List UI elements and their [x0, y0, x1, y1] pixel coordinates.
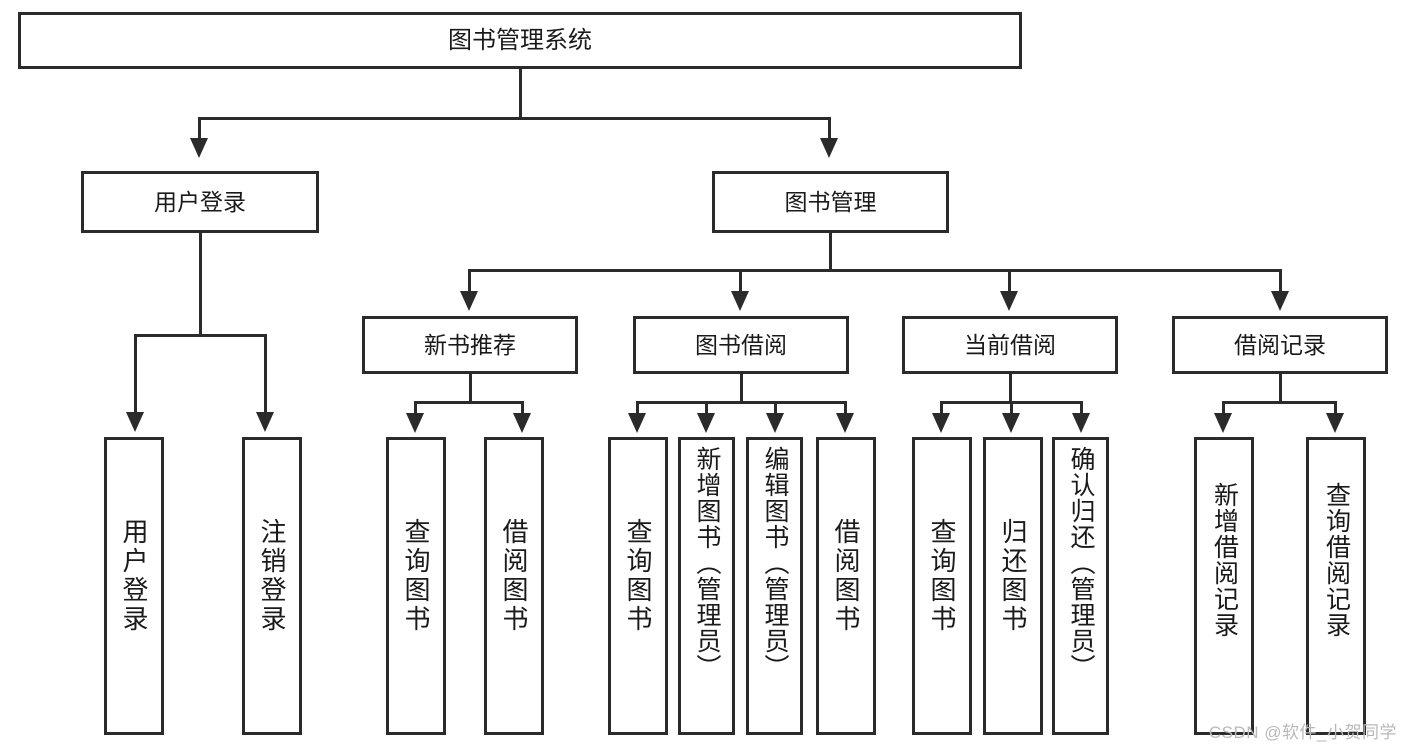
connector-root-to-book-management [828, 117, 831, 140]
node-label: 编辑图书（管理员） [761, 446, 789, 680]
connector-root-bar [198, 117, 831, 120]
node-label: 新增图书（管理员） [693, 446, 721, 680]
connector-bm-to-book-borrow [739, 269, 742, 293]
connector-br-to-leaf-2 [1334, 401, 1337, 415]
node-leaf-query-borrow-record[interactable]: 查询借阅记录 [1306, 437, 1366, 735]
arrowhead-cb-to-leaf-1 [932, 413, 950, 433]
node-label: 借阅图书 [831, 518, 861, 634]
node-leaf-logout-login[interactable]: 注销登录 [242, 437, 302, 735]
connector-cb-stem [1009, 374, 1012, 402]
arrowhead-bb-to-leaf-1 [628, 413, 646, 433]
connector-book-management-bar [468, 269, 1282, 272]
node-label: 用户登录 [154, 188, 246, 215]
connector-bm-to-borrow-record [1279, 269, 1282, 293]
connector-nbr-stem [469, 374, 472, 402]
node-label: 查询图书 [927, 518, 957, 634]
arrowhead-bb-to-leaf-3 [766, 413, 784, 433]
arrowhead-br-to-leaf-2 [1326, 413, 1344, 433]
arrowhead-bb-to-leaf-4 [836, 413, 854, 433]
arrowhead-bb-to-leaf-2 [697, 413, 715, 433]
arrowhead-root-to-book-management [820, 138, 838, 158]
arrowhead-bm-to-borrow-record [1271, 291, 1289, 311]
node-leaf-borrow-book-1[interactable]: 借阅图书 [484, 437, 544, 735]
connector-nbr-to-leaf-2 [521, 401, 524, 415]
connector-cb-to-leaf-1 [940, 401, 943, 415]
connector-nbr-bar [414, 401, 524, 404]
connector-bm-to-current-borrow [1008, 269, 1011, 293]
connector-br-stem [1279, 374, 1282, 402]
connector-user-login-bar [134, 334, 267, 337]
arrowhead-bm-to-current-borrow [1000, 291, 1018, 311]
connector-book-management-stem [829, 233, 832, 270]
arrowhead-bm-to-new-book-recommend [460, 291, 478, 311]
node-label: 查询图书 [623, 518, 653, 634]
node-borrow-record[interactable]: 借阅记录 [1172, 316, 1388, 374]
arrowhead-user-login-to-leaf-1 [126, 412, 144, 432]
node-leaf-return-book[interactable]: 归还图书 [983, 437, 1043, 735]
node-label: 图书借阅 [695, 331, 787, 358]
node-label: 当前借阅 [964, 331, 1056, 358]
connector-bb-to-leaf-2 [705, 401, 708, 415]
connector-root-stem [519, 69, 522, 117]
node-leaf-user-login[interactable]: 用户登录 [104, 437, 164, 735]
connector-user-login-to-leaf-2 [264, 334, 267, 414]
node-label: 图书管理系统 [448, 26, 592, 54]
connector-br-to-leaf-1 [1222, 401, 1225, 415]
connector-cb-to-leaf-2 [1010, 401, 1013, 415]
connector-br-bar [1222, 401, 1337, 404]
arrowhead-root-to-user-login [190, 138, 208, 158]
connector-bm-to-new-book-recommend [468, 269, 471, 293]
node-label: 新书推荐 [424, 331, 516, 358]
connector-bb-bar [636, 401, 847, 404]
node-book-borrow[interactable]: 图书借阅 [633, 316, 849, 374]
arrowhead-cb-to-leaf-3 [1072, 413, 1090, 433]
connector-user-login-stem [199, 233, 202, 335]
node-leaf-query-book-3[interactable]: 查询图书 [912, 437, 972, 735]
csdn-watermark: CSDN @软件_小贺同学 [1208, 723, 1397, 742]
node-label: 注销登录 [257, 518, 287, 634]
arrowhead-bm-to-book-borrow [731, 291, 749, 311]
connector-cb-to-leaf-3 [1080, 401, 1083, 415]
node-label: 图书管理 [784, 188, 877, 215]
node-book-management[interactable]: 图书管理 [712, 171, 949, 233]
node-label: 新增借阅记录 [1210, 482, 1239, 638]
node-label: 查询借阅记录 [1322, 482, 1351, 638]
node-label: 借阅记录 [1234, 331, 1326, 358]
arrowhead-nbr-to-leaf-1 [406, 413, 424, 433]
node-user-login[interactable]: 用户登录 [81, 171, 319, 233]
connector-root-to-user-login [198, 117, 201, 140]
node-current-borrow[interactable]: 当前借阅 [902, 316, 1118, 374]
arrowhead-nbr-to-leaf-2 [513, 413, 531, 433]
connector-nbr-to-leaf-1 [414, 401, 417, 415]
node-label: 归还图书 [998, 518, 1028, 634]
connector-bb-to-leaf-3 [774, 401, 777, 415]
node-label: 查询图书 [401, 518, 431, 634]
arrowhead-cb-to-leaf-2 [1002, 413, 1020, 433]
node-leaf-add-book-admin[interactable]: 新增图书（管理员） [678, 437, 735, 735]
connector-bb-to-leaf-1 [636, 401, 639, 415]
node-label: 确认归还（管理员） [1067, 446, 1095, 680]
node-label: 用户登录 [119, 518, 149, 634]
node-leaf-borrow-book-2[interactable]: 借阅图书 [816, 437, 876, 735]
node-label: 借阅图书 [499, 518, 529, 634]
arrowhead-user-login-to-leaf-2 [256, 412, 274, 432]
node-leaf-edit-book-admin[interactable]: 编辑图书（管理员） [746, 437, 803, 735]
connector-user-login-to-leaf-1 [134, 334, 137, 414]
arrowhead-br-to-leaf-1 [1214, 413, 1232, 433]
connector-bb-stem [740, 374, 743, 402]
node-new-book-recommend[interactable]: 新书推荐 [362, 316, 578, 374]
node-leaf-query-book-2[interactable]: 查询图书 [608, 437, 668, 735]
node-leaf-query-book-1[interactable]: 查询图书 [386, 437, 446, 735]
node-book-management-system[interactable]: 图书管理系统 [18, 12, 1022, 69]
connector-bb-to-leaf-4 [844, 401, 847, 415]
node-leaf-add-borrow-record[interactable]: 新增借阅记录 [1194, 437, 1254, 735]
node-leaf-confirm-return-admin[interactable]: 确认归还（管理员） [1052, 437, 1109, 735]
